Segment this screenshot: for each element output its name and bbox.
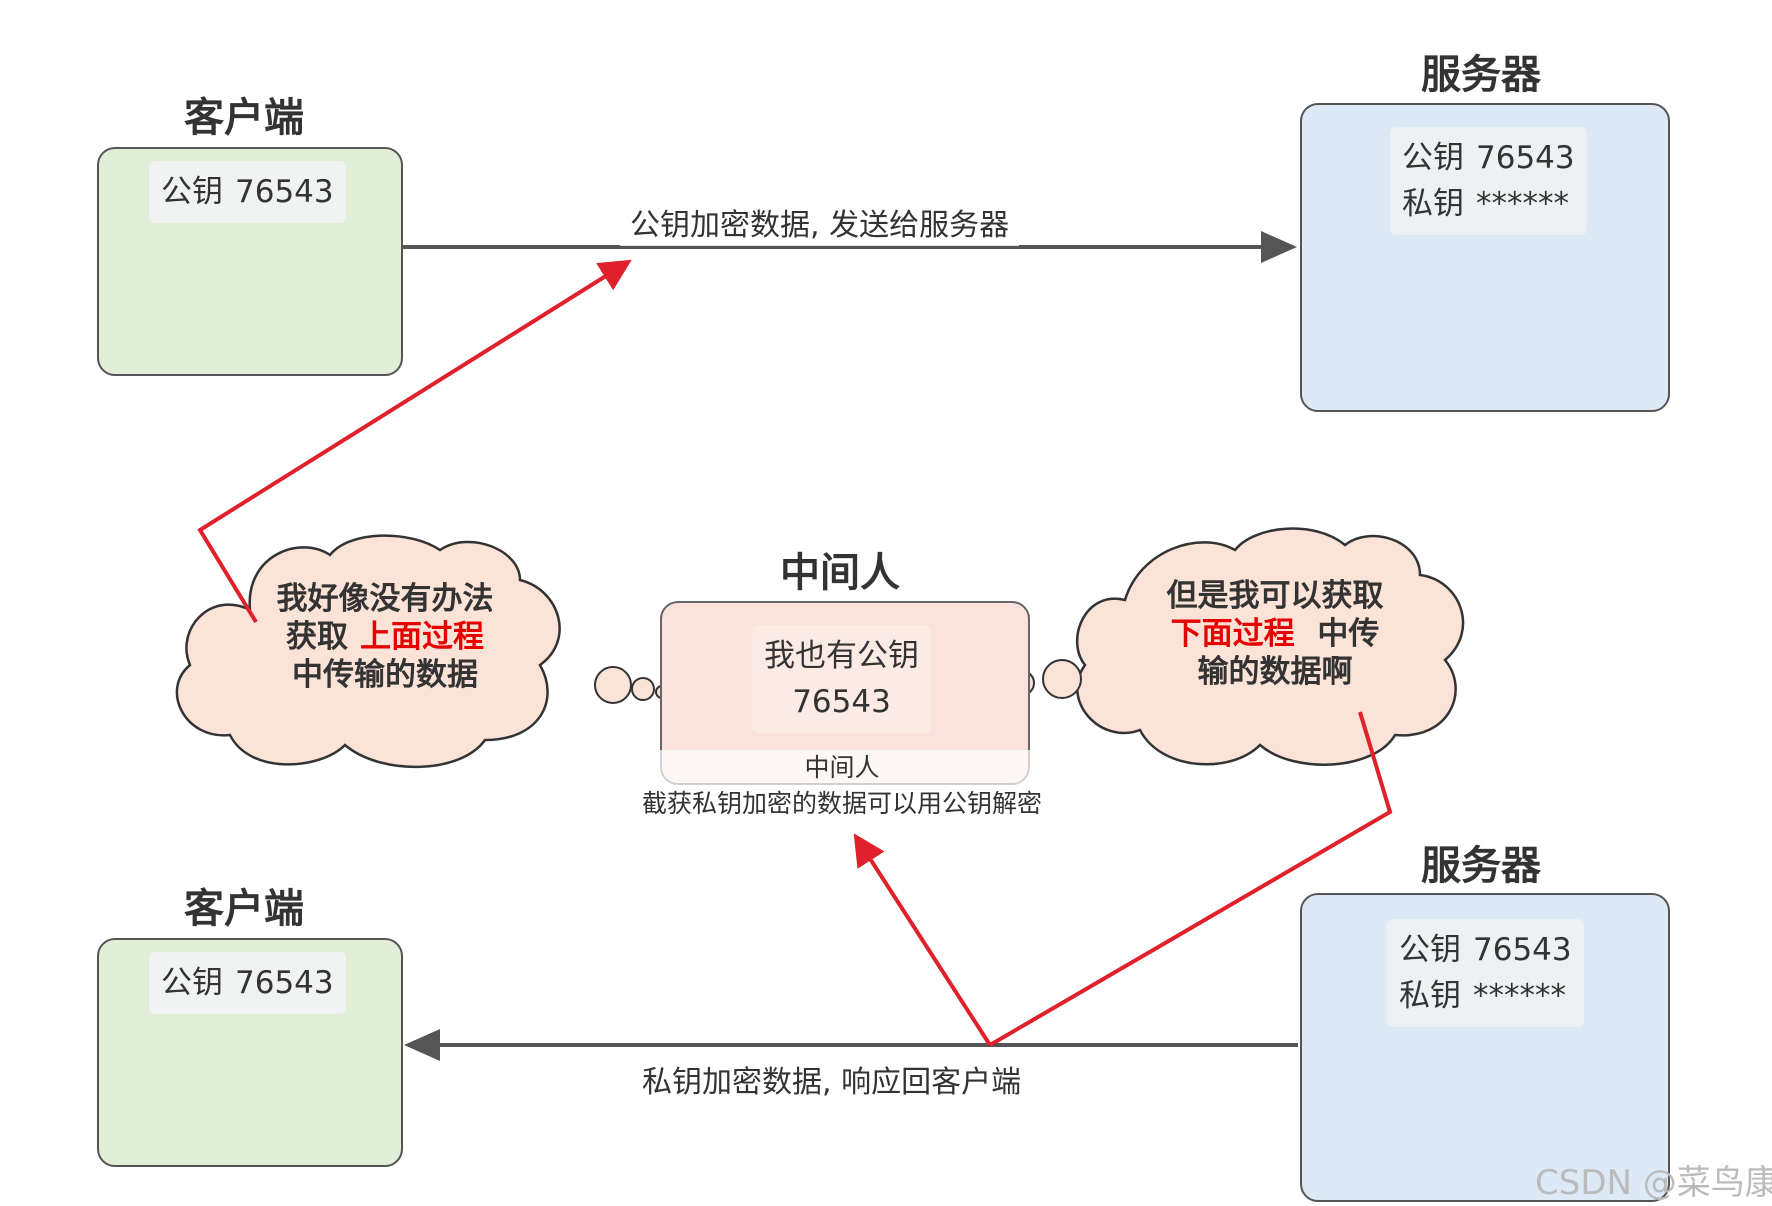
public-key-value: 76543: [1476, 140, 1575, 176]
left-red-annotation-arrow: [197, 259, 632, 624]
bottom-red-annotation-arrow: [853, 833, 992, 1047]
mitm-key-line1: 我也有公钥: [764, 638, 919, 674]
top-client-key: 公钥 76543: [149, 161, 346, 223]
left-cloud-line2-prefix: 获取: [286, 619, 348, 655]
right-cloud-line2-suffix: 中传: [1306, 616, 1380, 652]
top-server-box: 公钥 76543 私钥 ******: [1300, 103, 1670, 412]
bottom-server-box: 公钥 76543 私钥 ******: [1300, 893, 1670, 1202]
watermark: CSDN @菜鸟康: [1535, 1163, 1772, 1203]
private-key-value: ******: [1476, 186, 1569, 222]
top-client-box: 公钥 76543: [97, 147, 403, 376]
right-cloud-line1: 但是我可以获取: [1166, 578, 1384, 614]
right-cloud-highlight: 下面过程: [1170, 616, 1295, 652]
left-cloud-line3: 中传输的数据: [292, 657, 478, 693]
left-thought-cloud: [175, 534, 669, 769]
public-key-label: 公钥: [1402, 140, 1464, 176]
key-value: 76543: [235, 965, 334, 1001]
bottom-server-keys: 公钥 76543 私钥 ******: [1387, 919, 1584, 1027]
mitm-caption: 中间人 截获私钥加密的数据可以用公钥解密: [614, 750, 1070, 822]
public-key-value: 76543: [1473, 932, 1572, 968]
bottom-arrow-label: 私钥加密数据, 响应回客户端: [632, 1055, 1032, 1103]
key-label: 公钥: [161, 965, 223, 1001]
right-cloud-line2: 下面过程 中传: [1115, 615, 1435, 653]
mitm-key: 我也有公钥 76543: [752, 625, 931, 733]
key-value: 76543: [235, 174, 334, 210]
mitm-caption-line1: 中间人: [804, 753, 880, 782]
top-server-keys: 公钥 76543 私钥 ******: [1390, 127, 1587, 235]
right-red-annotation-path: [988, 711, 1393, 1047]
left-cloud-highlight: 上面过程: [360, 619, 484, 655]
mitm-key-line2: 76543: [792, 684, 891, 720]
private-key-label: 私钥: [1399, 978, 1461, 1014]
right-cloud-line3: 输的数据啊: [1197, 654, 1353, 690]
top-server-title: 服务器: [1421, 52, 1541, 98]
bottom-client-key: 公钥 76543: [149, 952, 346, 1014]
left-cloud-text: 我好像没有办法 获取上面过程 中传输的数据: [225, 580, 545, 694]
private-key-label: 私钥: [1402, 186, 1464, 222]
mitm-title: 中间人: [780, 550, 900, 596]
mitm-caption-line2: 截获私钥加密的数据可以用公钥解密: [641, 789, 1042, 818]
right-cloud-text: 但是我可以获取 下面过程 中传 输的数据啊: [1115, 577, 1435, 691]
bottom-client-box: 公钥 76543: [97, 938, 403, 1167]
key-label: 公钥: [161, 174, 223, 210]
bottom-server-title: 服务器: [1421, 843, 1541, 889]
top-arrow-label: 公钥加密数据, 发送给服务器: [620, 198, 1020, 246]
private-key-value: ******: [1473, 978, 1566, 1014]
left-cloud-line1: 我好像没有办法: [276, 581, 494, 617]
left-cloud-line2: 获取上面过程: [225, 618, 545, 656]
public-key-label: 公钥: [1399, 932, 1461, 968]
bottom-client-title: 客户端: [184, 886, 304, 932]
top-client-title: 客户端: [184, 95, 304, 141]
